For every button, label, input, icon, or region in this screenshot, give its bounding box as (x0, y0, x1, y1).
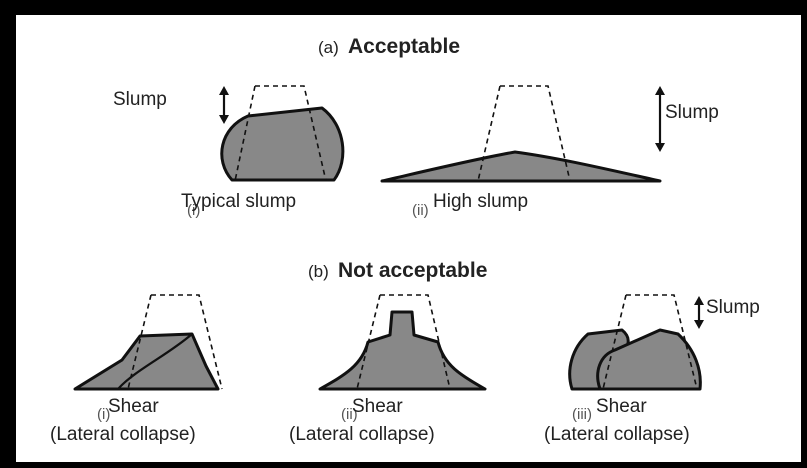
high-slump-cone-outline (477, 85, 571, 182)
shear-i-figure: (i) Shear (Lateral collapse) (50, 294, 223, 445)
section-b-prefix: (b) (308, 262, 329, 281)
typical-slump-figure: Slump (i) Typical slump (113, 85, 345, 219)
section-b-heading: (b) Not acceptable (308, 259, 487, 282)
high-slump-figure: Slump (ii) High slump (380, 85, 719, 219)
high-slump-numeral: (ii) (412, 202, 429, 219)
high-slump-arrow (655, 86, 665, 152)
shear-ii-concrete-shape (318, 310, 487, 391)
shear-iii-right-chunk (596, 328, 702, 391)
high-slump-caption: High slump (433, 191, 528, 212)
high-slump-concrete-shape (380, 150, 662, 183)
section-a-title: Acceptable (348, 35, 460, 58)
shear-iii-slump-label: Slump (706, 297, 760, 318)
shear-ii-cone-outline (356, 294, 451, 390)
typical-slump-concrete-shape (220, 106, 345, 182)
shear-iii-slump-arrow (694, 296, 704, 329)
shear-i-slip-line (117, 333, 193, 390)
section-b-title: Not acceptable (338, 259, 487, 282)
typical-slump-arrow (219, 86, 229, 124)
shear-ii-caption: Shear (352, 396, 403, 417)
shear-ii-numeral: (ii) (341, 406, 358, 423)
shear-ii-sub-caption: (Lateral collapse) (289, 424, 435, 445)
shear-i-cone-outline (127, 294, 223, 390)
section-a-prefix: (a) (318, 38, 339, 57)
shear-iii-sub-caption: (Lateral collapse) (544, 424, 690, 445)
shear-i-caption: Shear (108, 396, 159, 417)
shear-i-concrete-shape (73, 332, 220, 391)
section-a-heading: (a) Acceptable (318, 35, 460, 58)
shear-i-sub-caption: (Lateral collapse) (50, 424, 196, 445)
shear-iii-cone-outline (602, 294, 698, 390)
shear-iii-numeral: (iii) (572, 406, 592, 423)
typical-slump-caption: Typical slump (181, 191, 296, 212)
typical-slump-cone-outline (234, 85, 327, 182)
shear-ii-figure: (ii) Shear (Lateral collapse) (289, 294, 487, 445)
high-slump-slump-label: Slump (665, 102, 719, 123)
typical-slump-slump-label: Slump (113, 89, 167, 110)
typical-slump-numeral: (i) (187, 202, 200, 219)
shear-i-numeral: (i) (97, 406, 110, 423)
shear-iii-caption: Shear (596, 396, 647, 417)
shear-iii-figure: Slump (iii) Shear (Lateral collapse) (544, 294, 760, 445)
